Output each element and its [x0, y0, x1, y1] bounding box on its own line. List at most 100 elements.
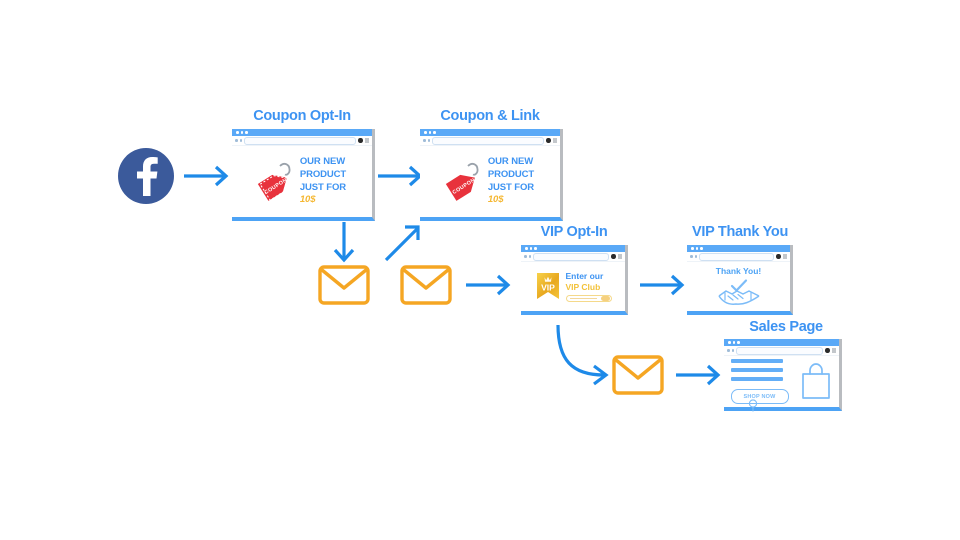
- back-icon[interactable]: [727, 349, 730, 352]
- gear-icon[interactable]: [358, 138, 363, 143]
- window-toolbar: [232, 136, 372, 146]
- window-dots-icon: [728, 341, 740, 344]
- gear-icon[interactable]: [611, 254, 616, 259]
- window-body: SHOP NOW: [724, 356, 839, 412]
- window-toolbar: [687, 252, 790, 262]
- window-body: COUPON OUR NEW PRODUCT JUST FOR 10$: [232, 146, 372, 217]
- copy-price: 10$: [487, 194, 504, 206]
- window-toolbar: [724, 346, 839, 356]
- copy-line-2: PRODUCT: [299, 168, 347, 180]
- content-line-1: [730, 359, 783, 363]
- gear-icon[interactable]: [546, 138, 551, 143]
- arrow-email-2-to-coupon-link: [384, 225, 420, 262]
- envelope-icon: [612, 355, 664, 395]
- window-body: COUPON OUR NEW PRODUCT JUST FOR 10$: [420, 146, 560, 217]
- arrow-email-2-to-vip-optin: [466, 274, 511, 296]
- copy-line-3: JUST FOR: [299, 181, 347, 193]
- copy-line-3: JUST FOR: [487, 181, 535, 193]
- menu-icon[interactable]: [831, 348, 836, 353]
- coupon-link-copy: OUR NEW PRODUCT JUST FOR 10$: [488, 156, 534, 206]
- copy-price: 10$: [299, 194, 316, 206]
- vip-copy-line-2: VIP Club: [565, 282, 601, 292]
- coupon-tag-icon: COUPON: [257, 162, 291, 201]
- vip-optin-title: VIP Opt-In: [540, 224, 608, 240]
- shopping-bag-icon: [801, 362, 830, 399]
- gear-icon[interactable]: [825, 348, 830, 353]
- arrow-coupon-optin-to-email-1: [333, 222, 355, 263]
- vip-badge-icon: VIP: [536, 272, 559, 299]
- window-titlebar: [232, 129, 372, 136]
- window-dots-icon: [691, 247, 703, 250]
- cursor-pointer-icon: [748, 399, 757, 412]
- arrow-coupon-optin-to-coupon-link: [378, 165, 423, 187]
- vip-optin-window[interactable]: VIP Enter our VIP Club: [521, 245, 628, 315]
- back-icon[interactable]: [423, 139, 426, 142]
- envelope-icon: [318, 265, 370, 305]
- arrow-email-3-to-sales-page: [676, 364, 721, 386]
- input-placeholder-line: [569, 297, 597, 300]
- window-titlebar: [420, 129, 560, 136]
- menu-icon[interactable]: [617, 254, 622, 259]
- coupon-optin-window[interactable]: COUPON OUR NEW PRODUCT JUST FOR 10$: [232, 129, 375, 221]
- envelope-icon: [400, 265, 452, 305]
- coupon-link-window[interactable]: COUPON OUR NEW PRODUCT JUST FOR 10$: [420, 129, 563, 221]
- window-titlebar: [687, 245, 790, 252]
- copy-line-2: PRODUCT: [487, 168, 535, 180]
- forward-icon[interactable]: [528, 255, 531, 258]
- facebook-node[interactable]: [118, 148, 174, 204]
- facebook-f-glyph: [137, 157, 158, 196]
- url-bar[interactable]: [699, 252, 774, 261]
- email-1-node[interactable]: [318, 265, 370, 305]
- menu-icon[interactable]: [552, 138, 557, 143]
- arrow-vip-optin-to-vip-thankyou: [640, 274, 685, 296]
- forward-icon[interactable]: [694, 255, 697, 258]
- back-icon[interactable]: [690, 255, 693, 258]
- forward-icon[interactable]: [239, 139, 242, 142]
- coupon-optin-copy: OUR NEW PRODUCT JUST FOR 10$: [300, 156, 346, 206]
- coupon-link-title: Coupon & Link: [440, 108, 540, 124]
- copy-line-1: OUR NEW: [299, 156, 346, 168]
- shop-now-label: SHOP NOW: [743, 393, 776, 400]
- facebook-icon: [118, 148, 174, 204]
- window-dots-icon: [424, 131, 436, 134]
- back-icon[interactable]: [235, 139, 238, 142]
- gear-icon[interactable]: [776, 254, 781, 259]
- arrow-vip-optin-to-email-3: [556, 324, 609, 386]
- url-bar[interactable]: [244, 136, 356, 145]
- shop-now-button[interactable]: SHOP NOW: [730, 389, 789, 412]
- window-toolbar: [420, 136, 560, 146]
- sales-page-title: Sales Page: [749, 319, 823, 335]
- forward-icon[interactable]: [731, 349, 734, 352]
- forward-icon[interactable]: [427, 139, 430, 142]
- window-body: VIP Enter our VIP Club: [521, 262, 625, 311]
- submit-button[interactable]: [600, 296, 610, 301]
- email-3-node[interactable]: [612, 355, 664, 395]
- url-bar[interactable]: [736, 346, 823, 355]
- vip-copy-line-1: Enter our: [565, 271, 604, 282]
- window-titlebar: [724, 339, 839, 346]
- sales-page-window[interactable]: SHOP NOW: [724, 339, 842, 412]
- coupon-tag-icon: COUPON: [445, 162, 479, 201]
- coupon-optin-title: Coupon Opt-In: [253, 108, 351, 124]
- thank-you-message: Thank You!: [715, 266, 762, 276]
- window-titlebar: [521, 245, 625, 252]
- window-dots-icon: [236, 131, 248, 134]
- email-2-node[interactable]: [400, 265, 452, 305]
- menu-icon[interactable]: [364, 138, 369, 143]
- vip-thankyou-title: VIP Thank You: [691, 224, 788, 240]
- back-icon[interactable]: [524, 255, 527, 258]
- svg-text:VIP: VIP: [541, 282, 555, 292]
- window-toolbar: [521, 252, 625, 262]
- window-dots-icon: [525, 247, 537, 250]
- arrow-facebook-to-coupon-optin: [184, 165, 229, 187]
- vip-thankyou-window[interactable]: Thank You!: [687, 245, 793, 315]
- content-line-2: [730, 368, 783, 372]
- url-bar[interactable]: [533, 252, 609, 261]
- window-body: Thank You!: [687, 262, 790, 311]
- menu-icon[interactable]: [782, 254, 787, 259]
- url-bar[interactable]: [432, 136, 544, 145]
- email-signup-field[interactable]: [565, 294, 612, 302]
- copy-line-1: OUR NEW: [487, 156, 534, 168]
